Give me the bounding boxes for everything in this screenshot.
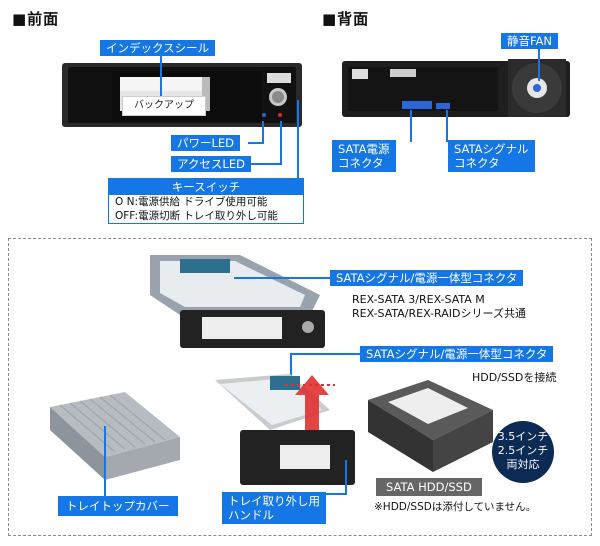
key-switch-pointer bbox=[297, 100, 299, 180]
access-led-label: アクセスLED bbox=[171, 156, 251, 172]
sata-signal-label: SATAシグナル コネクタ bbox=[448, 140, 535, 172]
tray-cover-pointer bbox=[104, 426, 106, 496]
connector-label-1: SATAシグナル/電源一体型コネクタ bbox=[330, 270, 524, 286]
inch-badge-line-1: 3.5インチ bbox=[497, 430, 549, 443]
power-led-label: パワーLED bbox=[171, 135, 241, 151]
access-led-pointer-v bbox=[280, 121, 282, 165]
inch-badge: 3.5インチ 2.5インチ 両対応 bbox=[492, 421, 554, 483]
tray-cover-label: トレイトップカバー bbox=[58, 496, 178, 516]
sata-power-label: SATA電源 コネクタ bbox=[332, 140, 396, 172]
sata-signal-pointer-v bbox=[446, 110, 448, 142]
hdd-image bbox=[368, 380, 493, 472]
connector-label-2: SATAシグナル/電源一体型コネクタ bbox=[360, 346, 554, 362]
handle-pointer-h bbox=[318, 493, 347, 495]
compat-line-2: REX-SATA/REX-RAIDシリーズ共通 bbox=[352, 307, 526, 320]
key-switch-off: OFF:電源切断 トレイ取り外し可能 bbox=[115, 210, 278, 222]
front-title: ■前面 bbox=[12, 10, 60, 28]
inch-badge-line-3: 両対応 bbox=[506, 458, 540, 471]
back-title: ■背面 bbox=[322, 10, 370, 28]
power-led-pointer-h bbox=[248, 142, 264, 144]
inch-badge-line-2: 2.5インチ bbox=[497, 444, 549, 457]
sata-hdd-label: SATA HDD/SSD bbox=[376, 478, 482, 496]
tray-cover-image bbox=[45, 392, 185, 480]
hdd-not-included-note: ※HDD/SSDは添付していません。 bbox=[374, 501, 537, 513]
key-switch-on: O N:電源供給 ドライブ使用可能 bbox=[115, 196, 268, 208]
tray-detail-section bbox=[8, 238, 592, 536]
fan-label: 静音FAN bbox=[501, 33, 559, 49]
back-panel-image bbox=[342, 55, 570, 123]
connector-pointer-1 bbox=[234, 277, 332, 279]
index-seal-pointer bbox=[160, 56, 162, 96]
drive-frame-image bbox=[140, 255, 325, 350]
backup-sticker: バックアップ bbox=[122, 96, 206, 116]
fan-pointer bbox=[538, 49, 540, 81]
insert-arrow bbox=[275, 375, 340, 430]
handle-pointer-v bbox=[345, 460, 347, 494]
hdd-connect-note: HDD/SSDを接続 bbox=[472, 371, 557, 384]
sata-power-pointer-v bbox=[410, 110, 412, 142]
power-led-pointer-v bbox=[262, 121, 264, 143]
key-switch-title: キースイッチ bbox=[109, 179, 303, 195]
compat-line-1: REX-SATA 3/REX-SATA M bbox=[352, 293, 485, 306]
handle-label: トレイ取り外し用 ハンドル bbox=[222, 492, 326, 524]
key-switch-box: キースイッチ O N:電源供給 ドライブ使用可能 OFF:電源切断 トレイ取り外… bbox=[108, 178, 304, 224]
access-led-pointer-h bbox=[248, 163, 282, 165]
connector-pointer-2-v bbox=[290, 354, 292, 384]
front-panel-image bbox=[62, 63, 302, 127]
index-seal-label: インデックスシール bbox=[100, 40, 216, 56]
connector-pointer-2-h bbox=[290, 353, 362, 355]
